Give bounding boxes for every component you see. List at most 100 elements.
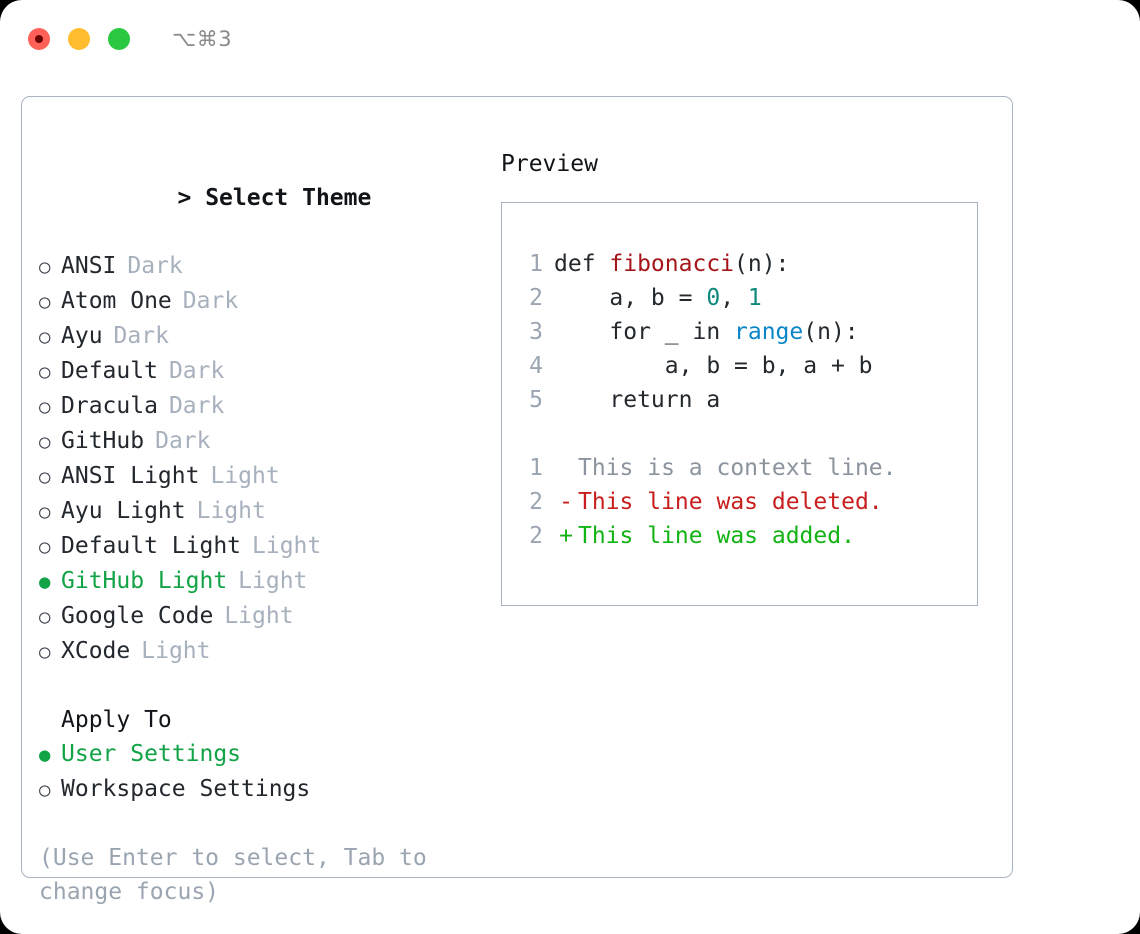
- theme-option-google-code[interactable]: ○ Google Code Light: [39, 599, 479, 634]
- minimize-window-icon[interactable]: [68, 28, 90, 50]
- theme-variant-badge: Light: [210, 463, 280, 489]
- code-line: 5 return a: [517, 383, 971, 417]
- diff-line-text: This is a context line.: [578, 455, 897, 481]
- focus-caret-icon: >: [177, 185, 206, 211]
- code-token: a, b =: [554, 285, 707, 311]
- theme-variant-badge: Light: [238, 568, 308, 594]
- theme-option-label: GitHub Light: [61, 568, 228, 594]
- theme-option-label: Ayu: [61, 323, 103, 349]
- radio-unselected-icon: ○: [39, 326, 51, 348]
- code-line-text: a, b = 0, 1: [554, 281, 761, 315]
- theme-variant-badge: Light: [224, 603, 294, 629]
- diff-line-ctx: 1 This is a context line.: [517, 451, 971, 485]
- radio-unselected-icon: ○: [39, 641, 51, 663]
- radio-unselected-icon: ○: [39, 536, 51, 558]
- diff-line-text: This line was added.: [578, 523, 855, 549]
- code-token: fibonacci: [609, 251, 735, 277]
- theme-option-dracula[interactable]: ○ Dracula Dark: [39, 389, 479, 424]
- radio-selected-icon: ●: [39, 571, 51, 593]
- code-token: 0: [706, 285, 721, 311]
- theme-variant-badge: Dark: [113, 323, 169, 349]
- theme-option-default-light[interactable]: ○ Default Light Light: [39, 529, 479, 564]
- code-token: ,: [720, 285, 748, 311]
- code-line-number: 4: [529, 353, 543, 379]
- apply-option-user-settings[interactable]: ●User Settings: [39, 737, 479, 772]
- select-theme-title: Select Theme: [205, 185, 372, 211]
- code-token: (n):: [803, 319, 859, 345]
- diff-line-number: 2: [529, 523, 543, 549]
- radio-unselected-icon: ○: [39, 431, 51, 453]
- theme-option-ayu[interactable]: ○ Ayu Dark: [39, 319, 479, 354]
- close-window-icon[interactable]: [28, 28, 50, 50]
- radio-unselected-icon: ○: [39, 256, 51, 278]
- preview-heading: Preview: [501, 151, 598, 177]
- code-line: 2 a, b = 0, 1: [517, 281, 971, 315]
- radio-unselected-icon: ○: [39, 466, 51, 488]
- radio-unselected-icon: ○: [39, 779, 51, 801]
- code-line-text: def fibonacci(n):: [554, 247, 789, 281]
- radio-unselected-icon: ○: [39, 396, 51, 418]
- diff-marker: [554, 451, 578, 485]
- diff-sample: 1 This is a context line. 2-This line was…: [517, 451, 971, 553]
- diff-line-text: This line was deleted.: [578, 489, 883, 515]
- code-line-number: 5: [529, 387, 543, 413]
- theme-option-github-light[interactable]: ● GitHub Light Light: [39, 564, 479, 599]
- code-line: 4 a, b = b, a + b: [517, 349, 971, 383]
- theme-variant-badge: Light: [141, 638, 211, 664]
- radio-unselected-icon: ○: [39, 501, 51, 523]
- keyboard-hint-text: (Use Enter to select, Tab to change focu…: [39, 845, 427, 905]
- radio-unselected-icon: ○: [39, 361, 51, 383]
- theme-variant-badge: Light: [196, 498, 266, 524]
- theme-option-label: XCode: [61, 638, 131, 664]
- theme-option-ayu-light[interactable]: ○ Ayu Light Light: [39, 494, 479, 529]
- code-token: (n):: [734, 251, 790, 277]
- code-token: def: [554, 251, 610, 277]
- code-token: a, b = b, a + b: [554, 353, 873, 379]
- theme-variant-badge: Dark: [168, 358, 225, 384]
- diff-line-number: 1: [529, 455, 543, 481]
- code-line-number: 3: [529, 319, 543, 345]
- theme-option-label: Atom One: [61, 288, 172, 314]
- theme-option-xcode[interactable]: ○ XCode Light: [39, 634, 479, 669]
- theme-option-github[interactable]: ○ GitHub Dark: [39, 424, 479, 459]
- apply-option-label: User Settings: [61, 741, 242, 767]
- diff-line-add: 2 +This line was added.: [517, 519, 971, 553]
- theme-option-default[interactable]: ○ Default Dark: [39, 354, 479, 389]
- code-line: 3 for _ in range(n):: [517, 315, 971, 349]
- code-line: 1 def fibonacci(n):: [517, 247, 971, 281]
- code-line-text: return a: [554, 383, 720, 417]
- theme-variant-badge: Dark: [155, 428, 211, 454]
- theme-variant-badge: Dark: [168, 393, 225, 419]
- diff-line-number: 2: [529, 489, 543, 515]
- theme-option-label: Ayu Light: [61, 498, 186, 524]
- code-line-text: for _ in range(n):: [554, 315, 859, 349]
- code-token: range: [734, 319, 804, 345]
- code-line-number: 1: [529, 251, 543, 277]
- apply-option-workspace-settings[interactable]: ○Workspace Settings: [39, 772, 479, 807]
- theme-variant-badge: Light: [252, 533, 322, 559]
- theme-option-label: Dracula: [61, 393, 158, 419]
- theme-option-label: Google Code: [61, 603, 214, 629]
- theme-option-label: Default: [61, 358, 158, 384]
- diff-marker: +: [559, 523, 573, 549]
- apply-to-heading: Apply To: [61, 707, 172, 733]
- diff-marker: -: [559, 489, 573, 515]
- maximize-window-icon[interactable]: [108, 28, 130, 50]
- title-bar: ⌥⌘3: [0, 0, 1140, 78]
- radio-unselected-icon: ○: [39, 606, 51, 628]
- traffic-lights: [28, 28, 130, 50]
- theme-option-label: Default Light: [61, 533, 242, 559]
- code-token: return a: [554, 387, 721, 413]
- apply-to-option-list[interactable]: ●User Settings○Workspace Settings: [39, 737, 479, 807]
- radio-unselected-icon: ○: [39, 291, 51, 313]
- theme-option-label: GitHub: [61, 428, 145, 454]
